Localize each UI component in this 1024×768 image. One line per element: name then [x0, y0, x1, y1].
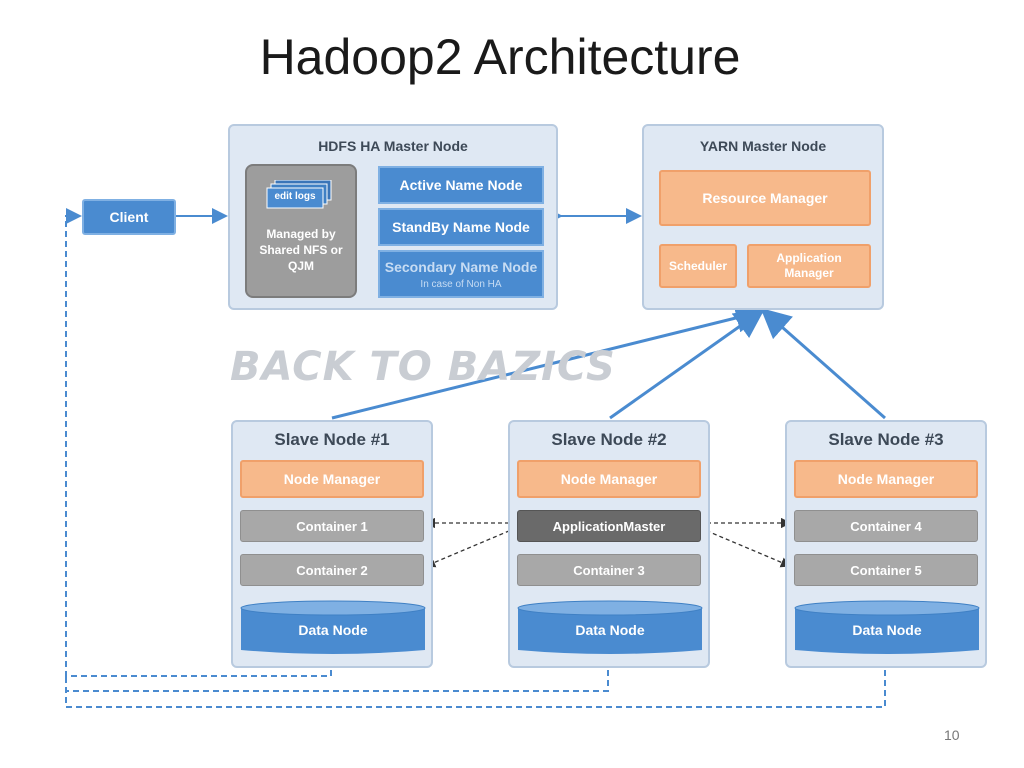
container-5: Container 5 — [794, 554, 978, 586]
shared-storage-box: edit logs Managed by Shared NFS or QJM — [245, 164, 357, 298]
slave-node-2: Slave Node #2 Node Manager ApplicationMa… — [508, 420, 710, 668]
shared-line: Shared NFS or — [259, 243, 343, 257]
application-master: ApplicationMaster — [517, 510, 701, 542]
container-1: Container 1 — [240, 510, 424, 542]
client-box: Client — [82, 199, 176, 235]
node-manager: Node Manager — [517, 460, 701, 498]
scheduler: Scheduler — [659, 244, 737, 288]
slave1-dashed-line — [65, 208, 332, 677]
resource-manager: Resource Manager — [659, 170, 871, 226]
slave2-dashed-line — [66, 660, 609, 692]
shared-line: Managed by — [266, 227, 336, 241]
active-name-node: Active Name Node — [378, 166, 544, 204]
slave2-to-yarn-arrow — [609, 308, 765, 420]
slave-node-3: Slave Node #3 Node Manager Container 4 C… — [785, 420, 987, 668]
secondary-name-node: Secondary Name Node In case of Non HA — [378, 250, 544, 298]
slave-node-title: Slave Node #2 — [551, 430, 667, 449]
slave3-dashed-line — [65, 660, 886, 708]
data-node: Data Node — [852, 622, 922, 638]
application-manager-line: Application — [776, 251, 842, 265]
slave1-to-yarn-arrow — [331, 303, 766, 420]
database-icon — [240, 600, 426, 654]
shared-line: QJM — [287, 259, 314, 273]
am-to-container2 — [424, 527, 517, 568]
data-node: Data Node — [575, 622, 645, 638]
slave-node-title: Slave Node #1 — [274, 430, 390, 449]
standby-name-node: StandBy Name Node — [378, 208, 544, 246]
page-number: 10 — [944, 727, 960, 743]
edit-logs-icon — [266, 180, 332, 209]
yarn-panel-title: YARN Master Node — [699, 138, 827, 154]
container-4: Container 4 — [794, 510, 978, 542]
secondary-name-node-label: Secondary Name Node — [384, 258, 538, 275]
edit-logs-label: edit logs — [274, 191, 316, 202]
hdfs-master-panel: HDFS HA Master Node edit logs Managed by… — [228, 124, 558, 310]
page-title: Hadoop2 Architecture — [259, 29, 741, 85]
node-manager: Node Manager — [240, 460, 424, 498]
shared-storage-text: Managed by Shared NFS or QJM — [247, 226, 355, 274]
database-icon — [517, 600, 703, 654]
container-3: Container 3 — [517, 554, 701, 586]
slave-node-1: Slave Node #1 Node Manager Container 1 C… — [231, 420, 433, 668]
yarn-master-panel: YARN Master Node Resource Manager Schedu… — [642, 124, 884, 310]
slave-node-title: Slave Node #3 — [828, 430, 944, 449]
database-icon — [794, 600, 980, 654]
application-manager: Application Manager — [747, 244, 871, 288]
container-2: Container 2 — [240, 554, 424, 586]
hdfs-panel-title: HDFS HA Master Node — [318, 138, 468, 154]
am-to-container5 — [699, 527, 792, 568]
data-node: Data Node — [298, 622, 368, 638]
node-manager: Node Manager — [794, 460, 978, 498]
slave3-to-yarn-arrow — [760, 308, 886, 420]
watermark-logo: BACK TO BAZICS — [230, 344, 616, 390]
application-manager-line: Manager — [784, 266, 834, 280]
secondary-note: In case of Non HA — [420, 278, 502, 290]
